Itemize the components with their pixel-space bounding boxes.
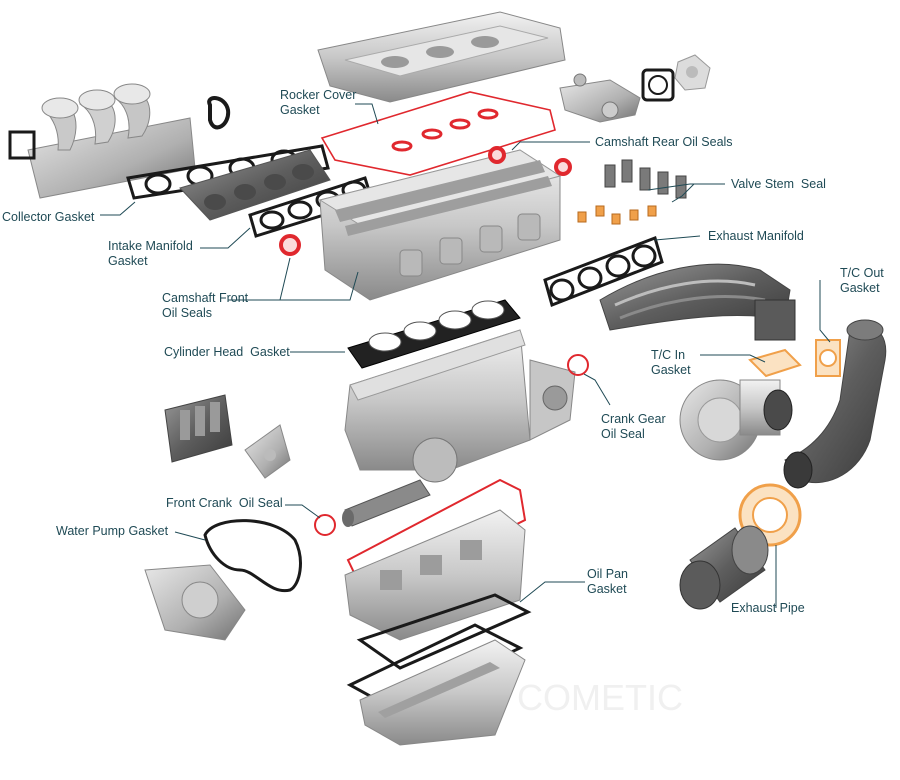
- exhaust-manifold-part: [599, 263, 796, 341]
- crank-gear-oil-seal-part: [567, 354, 589, 376]
- cylinder-head-gasket-part: [347, 299, 521, 369]
- label-camshaft-front-oil-seals: Camshaft Front Oil Seals: [162, 291, 249, 320]
- tc-out-gasket-part: [815, 339, 841, 377]
- label-water-pump-gasket: Water Pump Gasket: [56, 524, 169, 538]
- label-tc-out-gasket: T/C Out Gasket: [840, 266, 884, 295]
- leader-lines: [100, 103, 831, 608]
- spark-plug-seals: [391, 108, 499, 152]
- lower-block: [344, 509, 526, 641]
- engine-block: [344, 329, 576, 483]
- label-exhaust-manifold: Exhaust Manifold: [708, 229, 804, 243]
- water-pump: [144, 564, 246, 641]
- rocker-cover-gasket: [320, 91, 556, 176]
- turbocharger: [679, 379, 793, 461]
- collector-small-gasket: [8, 130, 36, 160]
- bracket-part: [244, 424, 291, 479]
- oil-pan-gasket-part: [356, 593, 532, 670]
- flange-plate: [674, 54, 711, 91]
- label-tc-in-gasket: T/C In Gasket: [651, 348, 691, 377]
- exhaust-pipe-part: [679, 525, 769, 610]
- rocker-cover: [317, 11, 566, 103]
- watermark: COMETIC: [517, 677, 683, 718]
- water-pump-gasket-part: [203, 519, 302, 593]
- oil-pan: [359, 639, 526, 746]
- oval-gasket: [207, 96, 231, 130]
- label-cylinder-head-gasket: Cylinder Head Gasket: [164, 345, 290, 359]
- label-camshaft-rear-oil-seals: Camshaft Rear Oil Seals: [595, 135, 733, 149]
- oil-pump: [164, 394, 233, 463]
- intake-collector: [27, 83, 196, 199]
- intake-manifold: [179, 149, 331, 221]
- tc-in-gasket-part: [748, 348, 802, 378]
- label-exhaust-pipe: Exhaust Pipe: [731, 601, 805, 615]
- turbo-outlet-pipe: [783, 319, 887, 489]
- label-rocker-cover-gasket: Rocker Cover Gasket: [280, 88, 357, 117]
- label-crank-gear-oil-seal: Crank Gear Oil Seal: [601, 412, 666, 441]
- label-intake-manifold-gasket: Intake Manifold Gasket: [108, 239, 193, 268]
- crankshaft-nose: [342, 479, 431, 527]
- exhaust-manifold-gasket-part: [543, 236, 664, 308]
- label-collector-gasket: Collector Gasket: [2, 210, 95, 224]
- valve-stem-seals-part: [577, 159, 687, 225]
- cylinder-head: [318, 149, 562, 301]
- front-crank-oil-seal-part: [314, 514, 336, 536]
- throttle-body-part: [559, 73, 641, 123]
- throttle-gasket: [641, 68, 675, 102]
- label-front-crank-oil-seal: Front Crank Oil Seal: [166, 496, 283, 510]
- camshaft-rear-seals: [488, 146, 572, 176]
- label-oil-pan-gasket: Oil Pan Gasket: [587, 567, 628, 596]
- label-valve-stem-seal: Valve Stem Seal: [731, 177, 826, 191]
